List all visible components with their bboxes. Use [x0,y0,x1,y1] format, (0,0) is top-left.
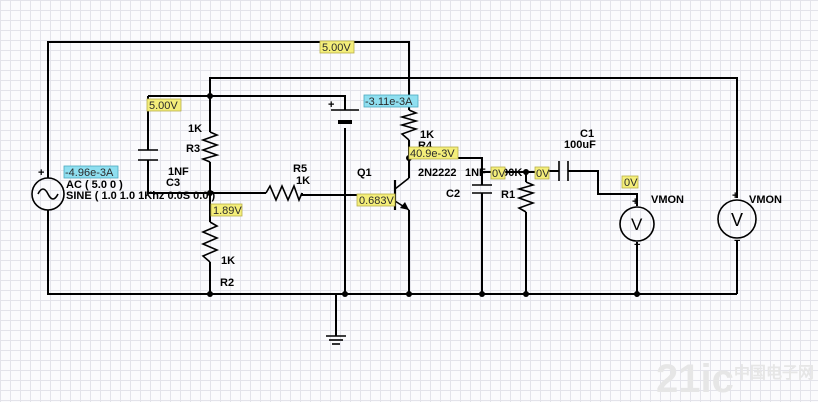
c2-value: 1NF [465,167,486,179]
svg-text:21ic: 21ic [656,357,734,401]
ac-source-plus: + [38,167,44,179]
junction-dot [634,291,640,297]
ac-source-params: SINE ( 1.0 1.0 1Khz 0.0S 0.0 ) [66,190,216,202]
probe-voltage-out[interactable]: 0V [621,175,639,189]
capacitor-c2[interactable]: 1NF C2 [446,167,492,200]
svg-text:-3.11e-3A: -3.11e-3A [365,96,413,108]
probe-voltage-c2[interactable]: 0V [490,166,506,180]
c3-value: 1NF [168,166,189,178]
sine-wave-icon [37,188,59,200]
capacitor-c1[interactable]: C1 100uF [558,128,596,181]
voltmeter-icon: V [631,215,643,234]
resistor-r3[interactable]: 1K R3 [186,123,220,163]
voltmeter-vmon-2[interactable]: V + − VMON [717,190,782,247]
svg-text:0.683V: 0.683V [359,195,395,207]
watermark-logo: 21ic 中国电子网 [656,357,814,401]
wire-top-supply[interactable] [47,41,410,178]
battery-plus: + [328,99,334,111]
probe-current-source[interactable]: -4.96e-3A [63,165,119,179]
junction-dot [406,291,412,297]
ac-source-label: AC ( 5.0 0 ) [66,179,123,191]
voltmeter-icon: V [731,210,743,230]
q1-name: Q1 [357,167,372,179]
junction-dot [523,291,529,297]
svg-text:5.00V: 5.00V [322,42,351,54]
r2-name: R2 [220,277,234,289]
svg-text:0V: 0V [536,168,550,180]
junctions [207,93,640,297]
junction-dot [207,93,213,99]
capacitor-c3[interactable]: 1NF C3 [138,149,189,189]
junction-dot [342,291,348,297]
r5-value: 1K [296,175,310,187]
vmon1-name: VMON [651,194,684,206]
wires [47,41,738,336]
vmon2-plus: + [732,190,738,202]
probe-voltage-r1[interactable]: 0V [534,166,550,180]
ground-icon [326,335,346,345]
junction-dot [479,291,485,297]
wire-ground-rail[interactable] [47,210,737,295]
junction-dot [207,291,213,297]
ac-source-symbol [31,177,65,211]
svg-text:-4.96e-3A: -4.96e-3A [65,167,114,179]
svg-text:中国电子网: 中国电子网 [734,363,814,382]
svg-text:0V: 0V [624,177,638,189]
vmon2-minus: − [734,235,740,247]
junction-dot [207,190,213,196]
r3-name: R3 [186,143,200,155]
c1-name: C1 [580,128,594,140]
ac-source[interactable]: + AC ( 5.0 0 ) SINE ( 1.0 1.0 1Khz 0.0S … [31,167,216,211]
r5-name: R5 [293,163,307,175]
wire-c1-out[interactable] [579,170,638,206]
r4-value: 1K [420,129,434,141]
probe-voltage-base-divider[interactable]: 1.89V [210,203,242,217]
q1-model: 2N2222 [418,167,457,179]
svg-text:0V: 0V [492,168,506,180]
wire-second-rail[interactable] [209,77,738,198]
r3-value: 1K [188,123,202,135]
svg-text:1.89V: 1.89V [213,205,242,217]
vmon1-minus: − [634,239,640,251]
svg-text:40.9e-3V: 40.9e-3V [410,148,455,160]
wire-c3-bottom[interactable] [147,160,266,194]
c2-name: C2 [446,188,460,200]
resistor-r4[interactable]: 1K R4 [399,109,434,152]
voltmeter-vmon-1[interactable]: V + − VMON [619,194,684,251]
probe-voltage-c3[interactable]: 5.00V [146,98,182,112]
resistor-r5[interactable]: R5 1K [265,163,310,203]
junction-dot [523,169,529,175]
r2-value: 1K [221,255,235,267]
r1-name: R1 [501,189,515,201]
c3-name: C3 [166,177,180,189]
c1-value: 100uF [564,139,596,151]
probe-voltage-collector[interactable]: 40.9e-3V [408,146,459,160]
wire-c3-top[interactable] [148,95,346,110]
resistor-r2[interactable]: 1K R2 [200,221,235,289]
probe-voltage-top[interactable]: 5.00V [319,40,355,54]
probe-voltage-base[interactable]: 0.683V [356,193,396,207]
vmon2-name: VMON [749,194,782,206]
svg-text:5.00V: 5.00V [149,100,178,112]
dc-battery[interactable]: + [328,99,359,124]
probe-current-collector[interactable]: -3.11e-3A [363,94,419,108]
vmon1-plus: + [632,196,638,208]
